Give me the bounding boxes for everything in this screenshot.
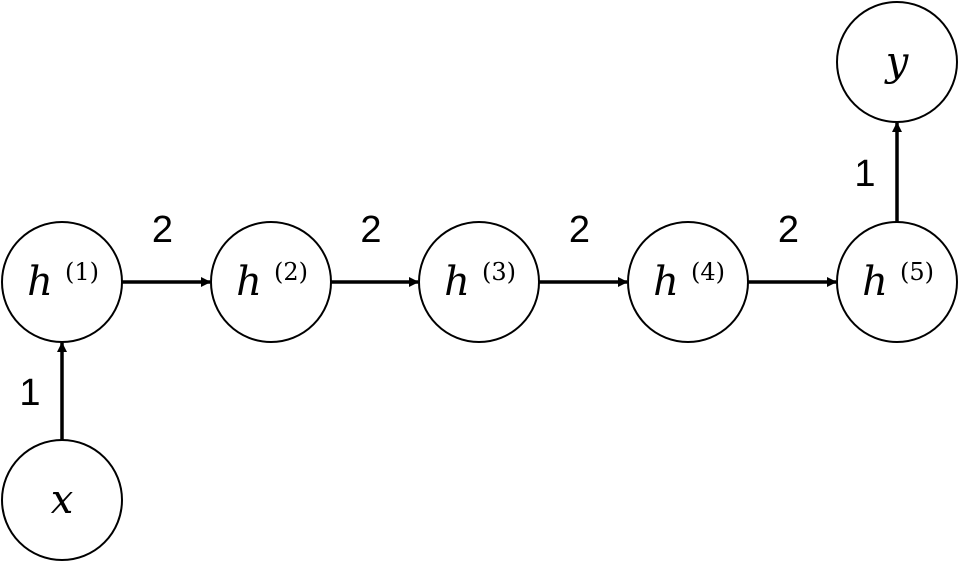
node-h3: h (3) [418,221,540,343]
node-circle [418,221,540,343]
node-circle [1,439,123,561]
edge-h1-h2: 2 [122,209,211,287]
edge-weight-label: 2 [152,209,173,251]
node-h1: h (1) [1,221,123,343]
node-label: h [862,259,888,305]
node-circle [836,221,958,343]
node-h5: h (5) [836,221,958,343]
node-label: h [236,259,262,305]
node-circle [1,221,123,343]
edge-h3-h4: 2 [539,209,628,287]
node-superscript: (5) [900,258,934,286]
edge-weight-label: 2 [569,209,590,251]
edge-h4-h5: 2 [748,209,837,287]
node-label: h [653,259,679,305]
node-superscript: (4) [691,258,725,286]
node-circle [836,1,958,123]
node-superscript: (3) [482,258,516,286]
edge-weight-label: 2 [360,209,381,251]
node-label: x [51,477,74,523]
node-superscript: (2) [274,258,308,286]
node-x: x [1,439,123,561]
node-h4: h (4) [627,221,749,343]
node-label: y [884,39,910,85]
node-circle [210,221,332,343]
node-label: h [444,259,470,305]
node-superscript: (1) [65,258,99,286]
node-h2: h (2) [210,221,332,343]
edge-h5-y: 1 [854,122,902,222]
edge-weight-label: 2 [778,209,799,251]
edge-x-h1: 1 [19,342,67,440]
edge-h2-h3: 2 [331,209,419,287]
edge-weight-label: 1 [854,153,875,195]
edge-weight-label: 1 [19,372,40,414]
node-label: h [27,259,53,305]
node-circle [627,221,749,343]
node-y: y [836,1,958,123]
